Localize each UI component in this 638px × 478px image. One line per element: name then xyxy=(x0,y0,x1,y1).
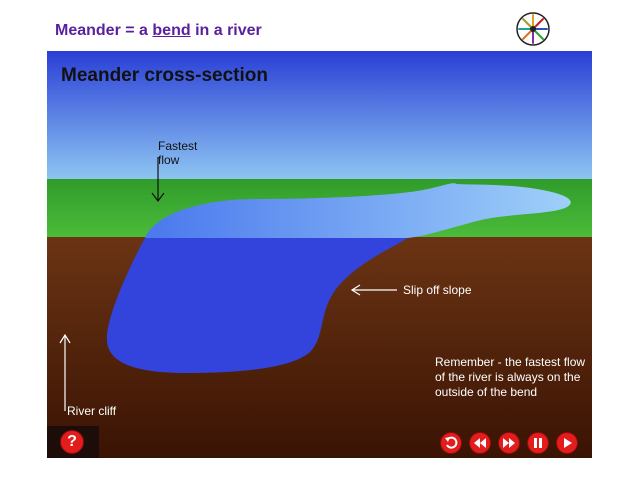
replay-icon xyxy=(445,436,458,449)
fastest-flow-arrow xyxy=(151,157,165,202)
remember-line1: Remember - the fastest flow xyxy=(435,355,586,369)
slip-off-slope-arrow xyxy=(350,284,397,296)
title-part1: Meander = a xyxy=(55,22,148,39)
page-title: Meander = a bend in a river xyxy=(55,22,262,40)
river-cliff-arrow xyxy=(59,333,71,411)
title-link-bend[interactable]: bend xyxy=(152,22,191,39)
river-surface xyxy=(145,183,571,238)
rewind-icon xyxy=(474,438,486,448)
pause-icon xyxy=(534,438,542,448)
river-cliff-label: River cliff xyxy=(67,404,117,418)
fastest-flow-line1: Fastest xyxy=(158,139,198,153)
fastest-flow-label: Fastest flow xyxy=(158,139,218,167)
slip-off-slope-label: Slip off slope xyxy=(403,283,472,297)
help-button[interactable]: ? xyxy=(60,430,84,454)
sky xyxy=(47,51,592,181)
river-channel xyxy=(106,238,407,373)
slide-heading: Meander cross-section xyxy=(61,65,268,86)
play-button[interactable] xyxy=(556,432,578,454)
rewind-button[interactable] xyxy=(469,432,491,454)
fastest-flow-line2: flow xyxy=(158,153,180,167)
meander-diagram-slide: Meander cross-section Fastest flow Slip … xyxy=(47,51,592,458)
pause-button[interactable] xyxy=(527,432,549,454)
play-icon xyxy=(564,438,572,448)
remember-note: Remember - the fastest flow of the river… xyxy=(435,355,592,400)
fast-forward-icon xyxy=(503,438,515,448)
remember-line3: outside of the bend xyxy=(435,385,538,399)
fast-forward-button[interactable] xyxy=(498,432,520,454)
title-part2: in a river xyxy=(195,22,262,39)
meander-diagram xyxy=(47,51,592,458)
replay-button[interactable] xyxy=(440,432,462,454)
remember-line2: of the river is always on the xyxy=(435,370,581,384)
compass-wheel-icon[interactable] xyxy=(514,10,552,48)
